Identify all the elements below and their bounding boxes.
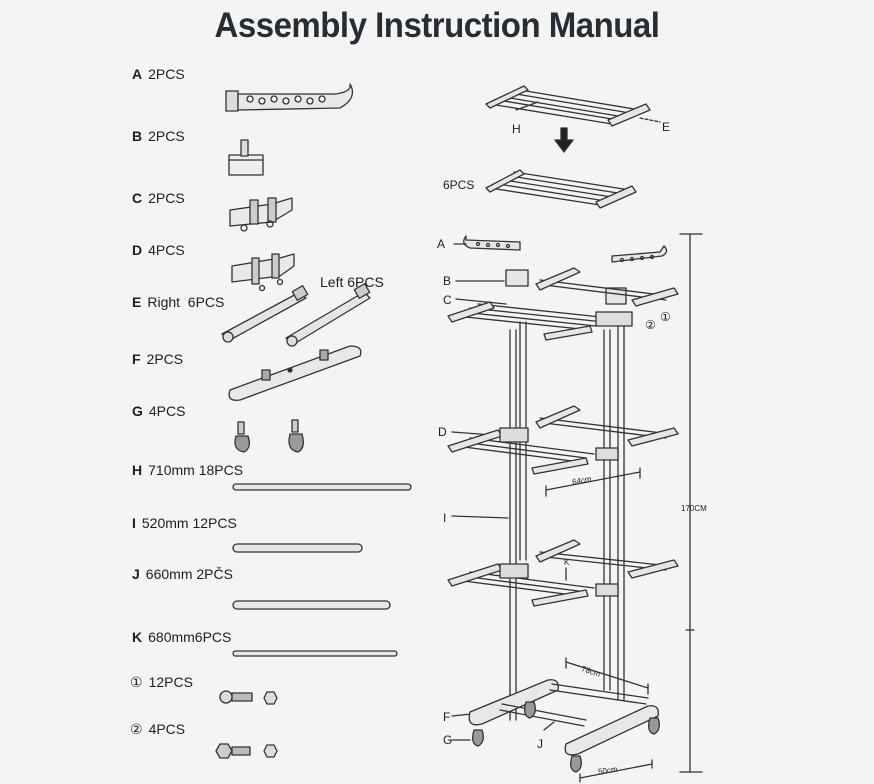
part-desc: 2PCS xyxy=(148,190,185,206)
diagram-label-6pcs: 6PCS xyxy=(443,178,475,192)
part-desc: 12PCS xyxy=(148,674,193,690)
part-g-casters xyxy=(234,419,304,453)
part-h-label: H 710mm 18PCS xyxy=(132,462,243,478)
part-desc: 4PCS xyxy=(148,242,185,258)
shelf-6pcs xyxy=(485,169,637,209)
part-j-label: J 660mm 2PČS xyxy=(132,566,233,582)
dimension-line-50cm xyxy=(579,759,653,783)
tower-part-b-left xyxy=(505,269,529,287)
part-i-label: I 520mm 12PCS xyxy=(132,515,237,531)
dimension-line-64cm xyxy=(545,467,641,497)
part-k-rod xyxy=(232,650,398,657)
part-a-label: A 2PCS xyxy=(132,66,185,82)
part-desc: 2PCS xyxy=(148,66,185,82)
part-desc: Right 6PCS xyxy=(147,294,225,310)
part-d-bracket xyxy=(231,253,295,292)
tower-shelf-tier-2 xyxy=(447,405,679,475)
tower-part-b-right xyxy=(605,287,627,305)
part-c-label: C 2PCS xyxy=(132,190,185,206)
part-screw-nut xyxy=(219,690,278,705)
part-e-right-arm xyxy=(221,285,309,343)
top-shelf-exploded xyxy=(485,85,661,127)
part-letter: A xyxy=(132,66,143,82)
part-e-left-arm xyxy=(285,283,371,347)
part-b-clip xyxy=(228,139,264,176)
part-desc: 710mm 18PCS xyxy=(148,462,244,478)
part-a-hook-bar xyxy=(225,83,354,112)
part-desc: 680mm6PCS xyxy=(148,629,232,645)
part-e-left-label: Left 6PCS xyxy=(320,274,384,290)
part-d-label: D 4PCS xyxy=(132,242,185,258)
part-h-rod xyxy=(232,483,412,491)
part-g-label: G 4PCS xyxy=(132,403,185,419)
diagram-label-a: A xyxy=(437,237,446,251)
page-title: Assembly Instruction Manual xyxy=(214,4,660,45)
part-letter: H xyxy=(132,462,143,478)
down-arrow-icon xyxy=(554,127,574,153)
part-b-label: B 2PCS xyxy=(132,128,185,144)
tower-hook-a-left xyxy=(463,235,521,251)
part-letter: ① xyxy=(130,674,143,690)
part-desc: 4PCS xyxy=(148,721,186,737)
diagram-label-i: I xyxy=(443,511,447,525)
tower-shelf-tier-1 xyxy=(447,267,679,341)
part-desc: 660mm 2PČS xyxy=(145,566,233,582)
part-f-label: F 2PCS xyxy=(132,351,183,367)
dimension-line-170cm xyxy=(679,233,703,773)
part-letter: G xyxy=(132,403,143,419)
part-letter: I xyxy=(132,515,136,531)
tower-base xyxy=(468,679,660,773)
tower-shelf-tier-3 xyxy=(447,539,679,607)
part-bolt-nut xyxy=(215,743,278,759)
diagram-label-g: G xyxy=(443,733,453,747)
part-letter: D xyxy=(132,242,143,258)
part-letter: ② xyxy=(130,721,143,737)
tower-hook-a-right xyxy=(611,245,668,263)
tower-poles xyxy=(509,321,625,721)
part-bolt-label: ② 4PCS xyxy=(130,721,185,738)
part-screw-label: ① 12PCS xyxy=(130,674,193,691)
part-i-rod xyxy=(232,543,363,553)
part-f-base-bar xyxy=(228,345,362,401)
part-letter: C xyxy=(132,190,143,206)
diagram-label-d: D xyxy=(438,425,447,439)
diagram-label-circle1: ① xyxy=(660,310,671,324)
part-letter: J xyxy=(132,566,140,582)
diagram-label-e: E xyxy=(662,120,671,134)
part-c-bracket xyxy=(229,197,293,232)
part-letter: F xyxy=(132,351,141,367)
part-desc: 2PCS xyxy=(146,351,184,367)
part-e-label: E Right 6PCS xyxy=(132,294,224,310)
part-letter: B xyxy=(132,128,143,144)
part-desc: 4PCS xyxy=(148,403,186,419)
diagram-label-f: F xyxy=(443,710,451,724)
dimension-line-78cm xyxy=(565,657,649,695)
part-k-label: K 680mm6PCS xyxy=(132,629,231,645)
diagram-label-circle2: ② xyxy=(645,318,656,332)
diagram-label-b: B xyxy=(443,274,452,288)
part-letter: E xyxy=(132,294,142,310)
part-desc: 520mm 12PCS xyxy=(141,515,237,531)
diagram-label-h: H xyxy=(512,122,521,136)
diagram-label-c: C xyxy=(443,293,452,307)
diagram-label-j: J xyxy=(537,737,543,751)
diagram-label-k: K xyxy=(564,558,570,567)
part-desc: 2PCS xyxy=(148,128,185,144)
part-letter: K xyxy=(132,629,143,645)
part-j-rod xyxy=(232,600,391,610)
dimension-170cm: 170CM xyxy=(681,504,707,513)
